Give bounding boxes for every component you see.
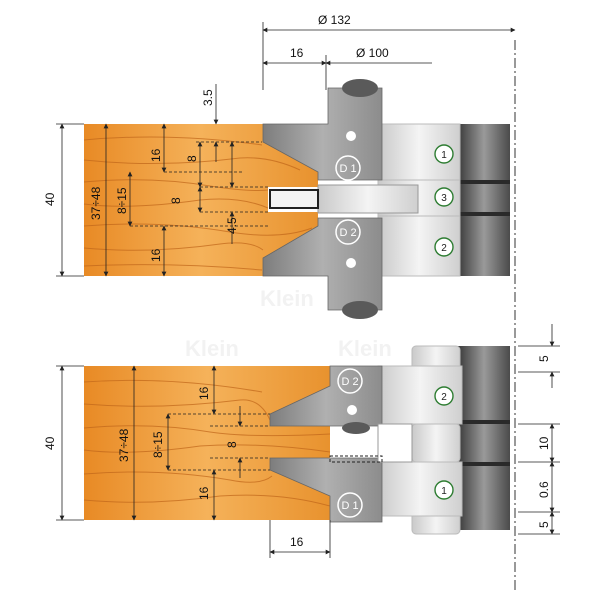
- dim-h40: 40: [43, 192, 57, 206]
- dim-3-5: 3.5: [201, 89, 215, 106]
- top-dimension-lines: [56, 22, 516, 277]
- bottom-knob-mid: [342, 422, 370, 434]
- bottom-knob: [342, 301, 378, 319]
- cutter-label-d1: D 1: [339, 163, 356, 175]
- dim-5-bottom: 5: [537, 521, 551, 528]
- part-number: 2: [441, 243, 447, 254]
- dim-w16: 16: [290, 46, 304, 60]
- dim-4-5: 4.5: [225, 217, 239, 234]
- top-insert: [317, 184, 419, 214]
- bottom-spindle: [458, 346, 510, 530]
- part-marker: [434, 237, 454, 257]
- dim-10: 10: [537, 436, 551, 450]
- cutter-label-d2: D 2: [339, 227, 356, 239]
- top-cutter-d2: [262, 217, 383, 311]
- bolt-dot: [347, 405, 357, 415]
- cutter-label-circle: [335, 155, 361, 181]
- part-marker: [434, 480, 454, 500]
- dim-8-15: 8÷15: [115, 187, 129, 214]
- top-spindle: [458, 124, 510, 276]
- dim-b8: 8: [169, 197, 183, 204]
- bottom-workpiece: [84, 366, 330, 520]
- part-marker: [434, 187, 454, 207]
- dim-d132: Ø 132: [318, 13, 351, 27]
- dim-a8: 8: [185, 155, 199, 162]
- bottom-dimension-lines: [56, 324, 560, 558]
- dim-37-48: 37÷48: [117, 428, 131, 462]
- watermark: Klein: [185, 336, 239, 361]
- dim-d16: 16: [149, 248, 163, 262]
- dim-b16: 16: [197, 486, 211, 500]
- bottom-spacer: [377, 423, 413, 463]
- bottom-collar-mid: [411, 423, 461, 463]
- cutter-label-d1: D 1: [341, 500, 358, 512]
- part-number: 2: [441, 392, 447, 403]
- watermark: Klein: [260, 286, 314, 311]
- top-knob: [342, 79, 378, 97]
- watermark: Klein: [338, 336, 392, 361]
- dim-a8: 8: [225, 441, 239, 448]
- dim-8-15: 8÷15: [151, 431, 165, 458]
- bottom-spindle-groove: [458, 420, 510, 424]
- dim-a16: 16: [149, 148, 163, 162]
- bottom-shim: [329, 455, 383, 463]
- top-spindle-groove: [458, 180, 510, 184]
- cutter-label-circle: [335, 219, 361, 245]
- dim-5-top: 5: [537, 355, 551, 362]
- part-number: 3: [441, 193, 447, 204]
- part-marker: [434, 144, 454, 164]
- cutter-label-circle: [337, 368, 363, 394]
- bolt-dot: [346, 131, 356, 141]
- part-number: 1: [441, 486, 447, 497]
- part-number: 1: [441, 150, 447, 161]
- dim-37-48: 37÷48: [89, 186, 103, 220]
- bottom-spindle-groove: [458, 462, 510, 466]
- dim-0-6: 0.6: [537, 481, 551, 498]
- part-marker: [434, 386, 454, 406]
- dim-a16: 16: [197, 386, 211, 400]
- dim-d100: Ø 100: [356, 46, 389, 60]
- top-spindle-groove: [458, 212, 510, 216]
- cutter-label-circle: [337, 492, 363, 518]
- dim-w16: 16: [290, 535, 304, 549]
- dim-h40: 40: [43, 436, 57, 450]
- bolt-dot: [346, 258, 356, 268]
- cutter-label-d2: D 2: [341, 376, 358, 388]
- top-tongue: [269, 189, 319, 209]
